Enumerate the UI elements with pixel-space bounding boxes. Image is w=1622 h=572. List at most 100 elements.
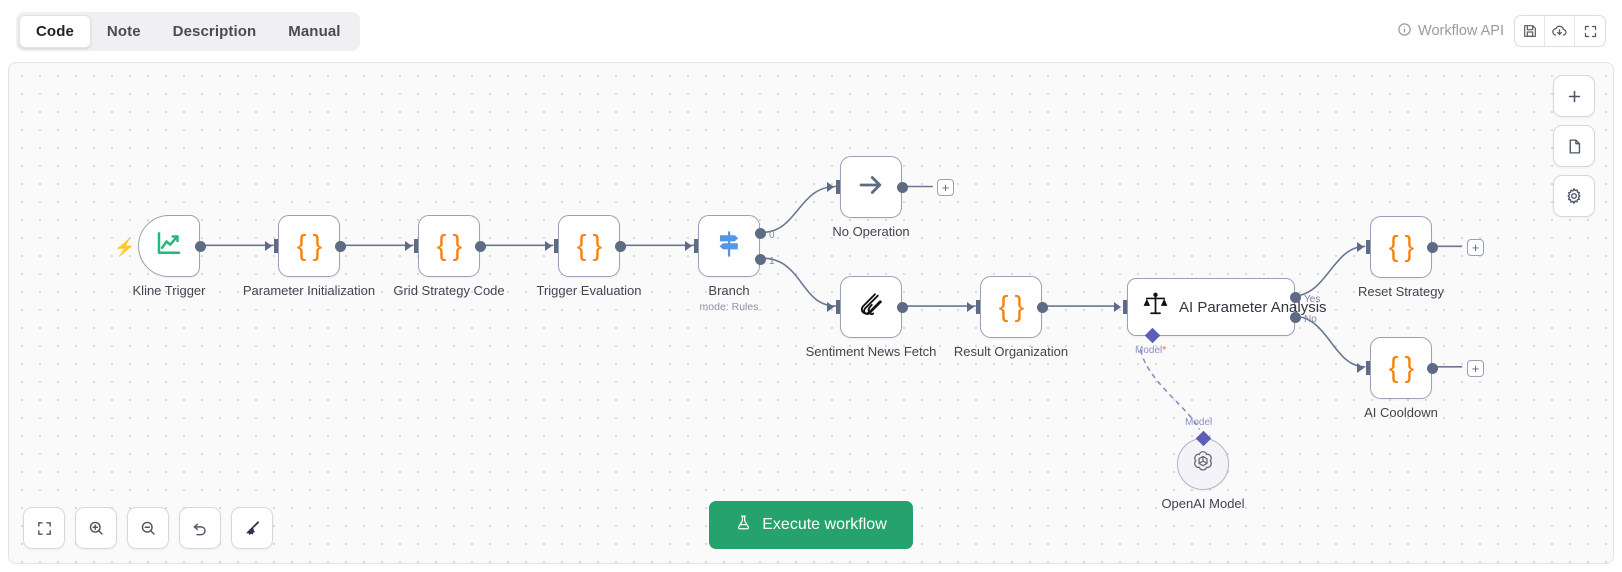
grid-strategy-code-box[interactable]: { } — [418, 215, 480, 277]
node-parameter-initialization[interactable]: { } Parameter Initialization — [243, 215, 375, 298]
kline-trigger-output-port[interactable] — [195, 241, 206, 252]
node-label: Result Organization — [953, 344, 1069, 359]
tab-manual[interactable]: Manual — [288, 22, 341, 40]
ai-node-title: AI Parameter Analysis — [1179, 298, 1327, 316]
ai-output-port-no[interactable] — [1290, 312, 1301, 323]
output-port[interactable] — [335, 241, 346, 252]
zoom-in-button[interactable] — [75, 507, 117, 549]
workflow-settings-button[interactable] — [1553, 175, 1595, 217]
input-port[interactable] — [1366, 361, 1370, 375]
node-label: Branch — [708, 283, 750, 298]
download-cloud-icon[interactable] — [1545, 16, 1575, 46]
openai-logo-icon — [1189, 448, 1217, 481]
workflow-api-link[interactable]: Workflow API — [1397, 22, 1504, 41]
add-node-stub[interactable]: + — [1467, 239, 1484, 256]
edge-ai-yes-to-reset — [1292, 245, 1366, 297]
input-port[interactable] — [1123, 300, 1127, 314]
canvas-right-toolbar — [1553, 75, 1595, 217]
no-operation-box[interactable] — [840, 156, 902, 218]
parameter-initialization-box[interactable]: { } — [278, 215, 340, 277]
input-arrow-icon — [827, 182, 834, 192]
ai-cooldown-box[interactable]: { } — [1370, 337, 1432, 399]
tab-description[interactable]: Description — [172, 22, 257, 40]
input-port[interactable] — [836, 180, 840, 194]
input-port[interactable] — [554, 239, 558, 253]
edge-ai-to-openai-model — [1139, 349, 1201, 430]
node-reset-strategy[interactable]: { } + Reset Strategy — [1357, 216, 1484, 299]
input-port[interactable] — [976, 300, 980, 314]
add-node-stub[interactable]: + — [1467, 360, 1484, 377]
node-ai-cooldown[interactable]: { } + AI Cooldown — [1357, 337, 1484, 420]
node-label: Grid Strategy Code — [393, 283, 505, 298]
branch-output-port-1[interactable] — [755, 254, 766, 265]
tab-note[interactable]: Note — [106, 22, 141, 40]
openai-model-box[interactable] — [1177, 438, 1229, 490]
node-trigger-evaluation[interactable]: { } Trigger Evaluation — [536, 215, 642, 298]
zoom-out-button[interactable] — [127, 507, 169, 549]
branch-output-label-1: 1 — [769, 256, 775, 267]
branch-output-label-0: 0 — [769, 230, 775, 241]
node-branch[interactable]: 0 1 Branch mode: Rules — [685, 215, 775, 313]
output-port[interactable] — [1427, 242, 1438, 253]
reset-strategy-box[interactable]: { } — [1370, 216, 1432, 278]
workflow-api-label: Workflow API — [1418, 23, 1504, 39]
code-braces-icon: { } — [1388, 230, 1414, 263]
input-port[interactable] — [274, 239, 278, 253]
node-label: Kline Trigger — [132, 283, 206, 298]
canvas-viewport[interactable]: ⚡ Kline Trigger — [9, 63, 1613, 563]
output-port[interactable] — [615, 241, 626, 252]
code-braces-icon: { } — [998, 290, 1024, 323]
node-grid-strategy-code[interactable]: { } Grid Strategy Code — [393, 215, 505, 298]
tab-code[interactable]: Code — [19, 14, 91, 48]
node-sentiment-news-fetch[interactable]: Sentiment News Fetch — [806, 276, 936, 359]
scrape-swirl-icon — [856, 290, 886, 325]
branch-output-port-0[interactable] — [755, 228, 766, 239]
branch-box[interactable] — [698, 215, 760, 277]
execute-workflow-button[interactable]: Execute workflow — [709, 501, 913, 549]
header-icon-buttons — [1514, 15, 1606, 47]
workflow-canvas[interactable]: ⚡ Kline Trigger — [8, 62, 1614, 564]
node-sublabel: mode: Rules — [699, 301, 759, 313]
add-node-button[interactable] — [1553, 75, 1595, 117]
code-braces-icon: { } — [1388, 351, 1414, 384]
zoom-to-fit-button[interactable] — [23, 507, 65, 549]
execute-workflow-container: Execute workflow — [9, 501, 1613, 549]
trigger-bolt-icon: ⚡ — [114, 238, 136, 257]
input-port[interactable] — [1366, 240, 1370, 254]
kline-trigger-box[interactable] — [138, 215, 200, 277]
execute-workflow-label: Execute workflow — [762, 516, 887, 533]
trigger-evaluation-box[interactable]: { } — [558, 215, 620, 277]
output-port[interactable] — [897, 302, 908, 313]
output-port[interactable] — [1037, 302, 1048, 313]
code-braces-icon: { } — [436, 229, 462, 262]
input-arrow-icon — [545, 241, 552, 251]
output-port[interactable] — [1427, 363, 1438, 374]
add-node-stub[interactable]: + — [937, 179, 954, 196]
output-port[interactable] — [897, 182, 908, 193]
input-port[interactable] — [836, 300, 840, 314]
ai-output-port-yes[interactable] — [1290, 292, 1301, 303]
save-icon[interactable] — [1515, 16, 1545, 46]
reset-zoom-button[interactable] — [179, 507, 221, 549]
fullscreen-icon[interactable] — [1575, 16, 1605, 46]
input-arrow-icon — [685, 241, 692, 251]
editor-header: Code Note Description Manual Workflow AP… — [0, 0, 1622, 62]
input-port[interactable] — [694, 239, 698, 253]
balance-scales-icon — [1142, 291, 1169, 323]
edge-branch1-to-sentiment — [762, 257, 836, 307]
node-openai-model[interactable]: Model OpenAI Model — [1161, 417, 1244, 511]
ai-parameter-analysis-box[interactable]: AI Parameter Analysis — [1127, 278, 1327, 336]
node-ai-parameter-analysis[interactable]: AI Parameter Analysis Yes No Model* — [1114, 278, 1327, 356]
input-arrow-icon — [827, 302, 834, 312]
tidy-up-button[interactable] — [231, 507, 273, 549]
flask-icon — [735, 514, 752, 536]
edge-branch0-to-noop — [762, 185, 836, 234]
input-port[interactable] — [414, 239, 418, 253]
output-port[interactable] — [475, 241, 486, 252]
node-kline-trigger[interactable]: ⚡ Kline Trigger — [114, 215, 206, 298]
add-sticky-button[interactable] — [1553, 125, 1595, 167]
result-organization-box[interactable]: { } — [980, 276, 1042, 338]
node-result-organization[interactable]: { } Result Organization — [954, 276, 1068, 359]
sentiment-news-fetch-box[interactable] — [840, 276, 902, 338]
node-no-operation[interactable]: + No Operation — [827, 156, 954, 239]
